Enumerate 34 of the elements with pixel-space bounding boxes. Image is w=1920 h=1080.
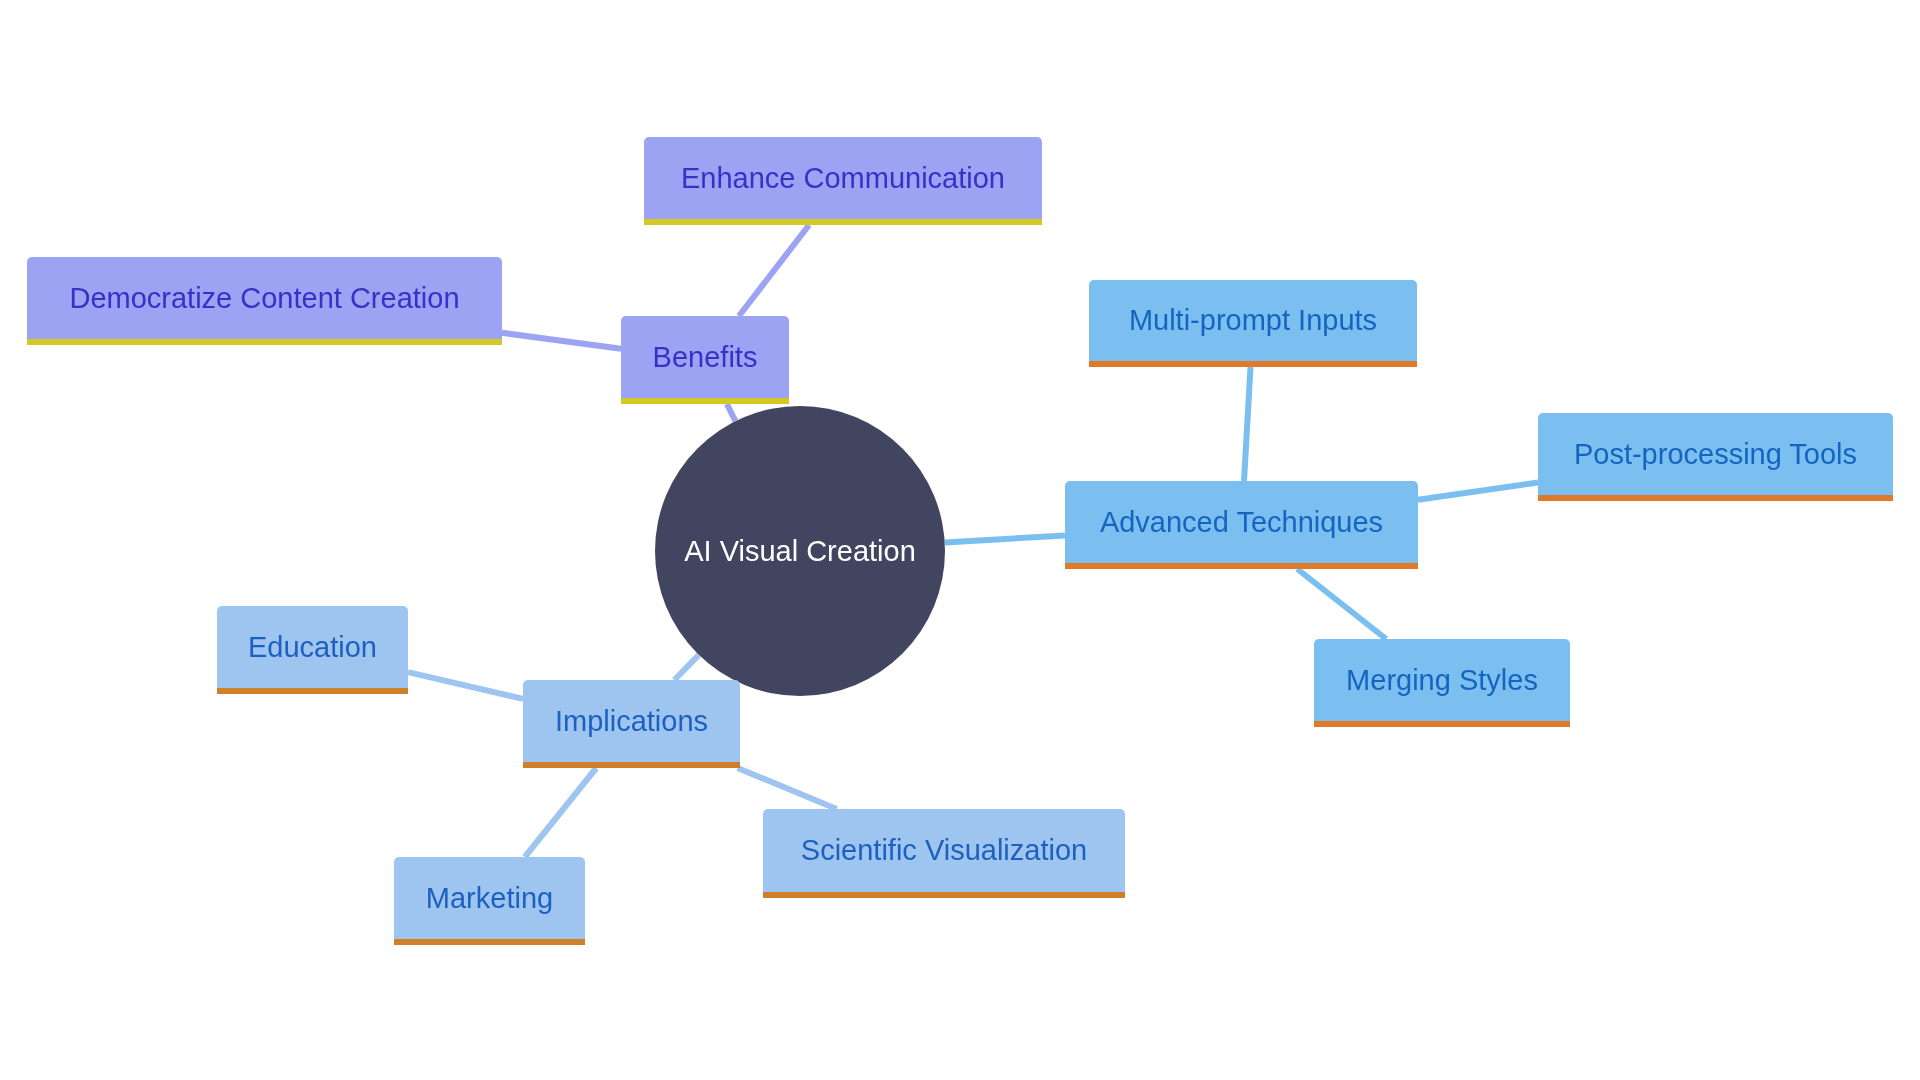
topic-label: Enhance Communication	[681, 161, 1005, 195]
connector-line	[407, 669, 524, 702]
topic-label: Education	[248, 630, 377, 664]
connector-line	[672, 652, 701, 683]
connector-line	[736, 765, 838, 812]
topic-box	[217, 606, 408, 694]
topic-box	[523, 680, 740, 768]
connector-line	[1295, 566, 1389, 642]
topic-box	[621, 316, 789, 404]
topic-label: AI Visual Creation	[684, 534, 916, 568]
topic-label: Implications	[554, 704, 709, 738]
topic-box	[27, 257, 502, 345]
topic-label: Scientific Visualization	[800, 834, 1088, 867]
topic-box	[1089, 280, 1417, 367]
connector-line	[1241, 366, 1254, 482]
topic-box	[644, 137, 1042, 225]
connector-line	[736, 223, 812, 318]
topic-label: Merging Styles	[1346, 663, 1538, 697]
topic-label: Marketing	[425, 881, 554, 915]
topic-box	[1314, 639, 1570, 727]
topic-label: Benefits	[652, 340, 758, 374]
connector-line	[724, 402, 739, 423]
topic-box	[763, 809, 1125, 898]
connector-line	[501, 329, 622, 352]
topic-label: Post-processing Tools	[1573, 437, 1858, 471]
topic-box	[1065, 481, 1418, 569]
topic-box	[1538, 413, 1893, 501]
topic-box	[394, 857, 585, 945]
topic-label: Democratize Content Creation	[69, 281, 460, 315]
connector-line	[522, 766, 599, 859]
topic-label: Multi-prompt Inputs	[1128, 304, 1378, 337]
connector-line	[1417, 479, 1539, 503]
topic-label: Advanced Techniques	[1099, 505, 1384, 539]
connector-line	[944, 532, 1066, 546]
